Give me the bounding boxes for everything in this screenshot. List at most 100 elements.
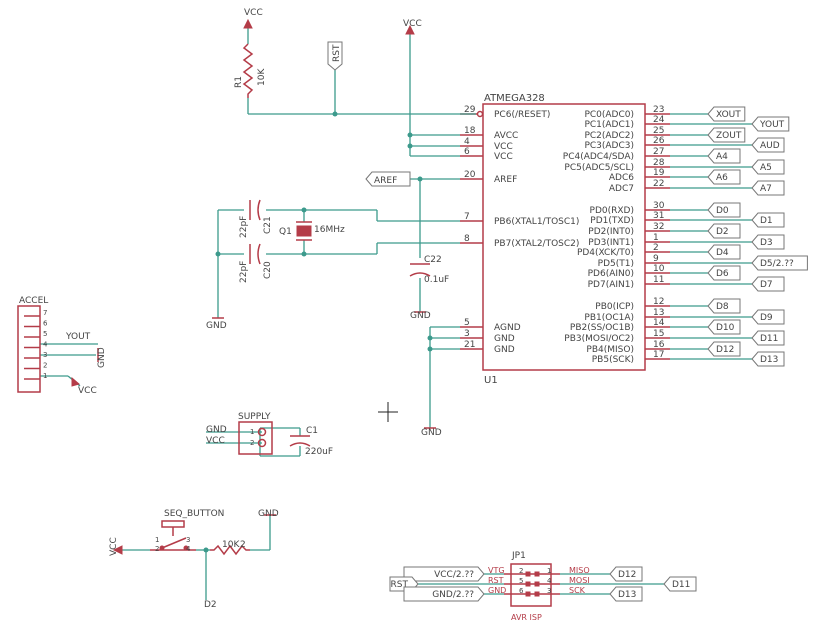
accel-pin-7[interactable]: 7 xyxy=(24,309,47,317)
accel-name: ACCEL xyxy=(19,296,48,306)
isp-net-label-VCC/2.??[interactable]: VCC/2.?? xyxy=(403,566,485,582)
gnd-symbol-c22[interactable]: GND xyxy=(410,311,431,321)
resistor-r1[interactable]: R1 10K xyxy=(234,43,267,98)
net-label-D11[interactable]: D11 xyxy=(751,330,785,346)
net-label-D2[interactable]: D2 xyxy=(707,223,741,239)
net-label-D0[interactable]: D0 xyxy=(707,202,741,218)
pin-function-label: PC6(/RESET) xyxy=(494,110,550,120)
capacitor-c21[interactable]: 22pF C21 xyxy=(239,199,273,238)
capacitor-c22[interactable]: C22 0.1uF xyxy=(409,255,449,285)
net-label-D3[interactable]: D3 xyxy=(751,234,785,250)
net-tag-shape xyxy=(403,586,485,602)
isp-net-label-GND/2.??[interactable]: GND/2.?? xyxy=(403,586,485,602)
resistor-r2[interactable]: 10K 2 xyxy=(210,540,250,556)
gnd-symbol-button[interactable]: GND xyxy=(258,509,279,519)
net-label-A5[interactable]: A5 xyxy=(751,159,785,175)
accel-pin-2[interactable]: 2 xyxy=(24,362,47,370)
net-label-YOUT[interactable]: YOUT xyxy=(751,116,790,132)
supply-connector[interactable]: SUPPLY 1 2 GND VCC xyxy=(206,412,273,455)
net-label-XOUT[interactable]: XOUT xyxy=(707,106,746,122)
accel-pin-3[interactable]: 3 xyxy=(24,351,47,359)
accel-pin-1[interactable]: 1 xyxy=(24,372,47,380)
pin-number: 22 xyxy=(653,179,664,189)
d2-net-label[interactable]: D2 xyxy=(204,600,217,610)
net-label-D10[interactable]: D10 xyxy=(707,319,741,335)
net-label-A4[interactable]: A4 xyxy=(707,148,741,164)
capacitor-c1[interactable]: C1 220uF xyxy=(289,426,333,457)
rst-net-label[interactable]: RST xyxy=(327,41,343,71)
net-label-A7[interactable]: A7 xyxy=(751,180,785,196)
net-label-D1[interactable]: D1 xyxy=(751,212,785,228)
vcc-symbol-ic[interactable]: VCC xyxy=(403,19,422,35)
vcc-symbol-button[interactable]: VCC xyxy=(109,537,123,556)
accel-pin-6[interactable]: 6 xyxy=(24,320,48,328)
net-label-D7[interactable]: D7 xyxy=(751,276,785,292)
net-name: D0 xyxy=(716,206,729,216)
net-tag-shape xyxy=(751,309,785,325)
gnd-symbol-xtal[interactable]: GND xyxy=(206,317,227,331)
net-name: D8 xyxy=(716,302,729,312)
net-label-ZOUT[interactable]: ZOUT xyxy=(707,127,746,143)
pin-number: 16 xyxy=(653,340,665,350)
gnd-symbol-ic[interactable]: GND xyxy=(421,427,442,438)
crystal-q1[interactable]: Q1 16MHz xyxy=(279,221,345,241)
net-label-D5/2.??[interactable]: D5/2.?? xyxy=(751,255,808,271)
accel-pin-5[interactable]: 5 xyxy=(24,330,47,338)
isp-net-label-D12[interactable]: D12 xyxy=(609,566,643,582)
isp-net-label-D13[interactable]: D13 xyxy=(609,586,643,602)
net-label-D12[interactable]: D12 xyxy=(707,341,741,357)
aref-net-label[interactable]: AREF xyxy=(365,171,411,187)
vcc-symbol-r1[interactable]: VCC xyxy=(243,8,263,29)
net-label-D4[interactable]: D4 xyxy=(707,244,741,260)
net-label-D13[interactable]: D13 xyxy=(751,351,785,367)
capacitor-c20[interactable]: 22pF C20 xyxy=(239,243,273,283)
seq-button[interactable]: SEQ_BUTTON 1 2 3 4 xyxy=(150,509,224,553)
net-label-A6[interactable]: A6 xyxy=(707,169,741,185)
gnd-label: GND xyxy=(97,347,107,368)
net-label-AUD[interactable]: AUD xyxy=(751,137,785,153)
net-label-D9[interactable]: D9 xyxy=(751,309,785,325)
net-label-D6[interactable]: D6 xyxy=(707,265,741,281)
accel-pin-4[interactable]: 4 xyxy=(24,341,48,349)
net-label-D8[interactable]: D8 xyxy=(707,298,741,314)
isp-net-label-D11[interactable]: D11 xyxy=(663,576,697,592)
